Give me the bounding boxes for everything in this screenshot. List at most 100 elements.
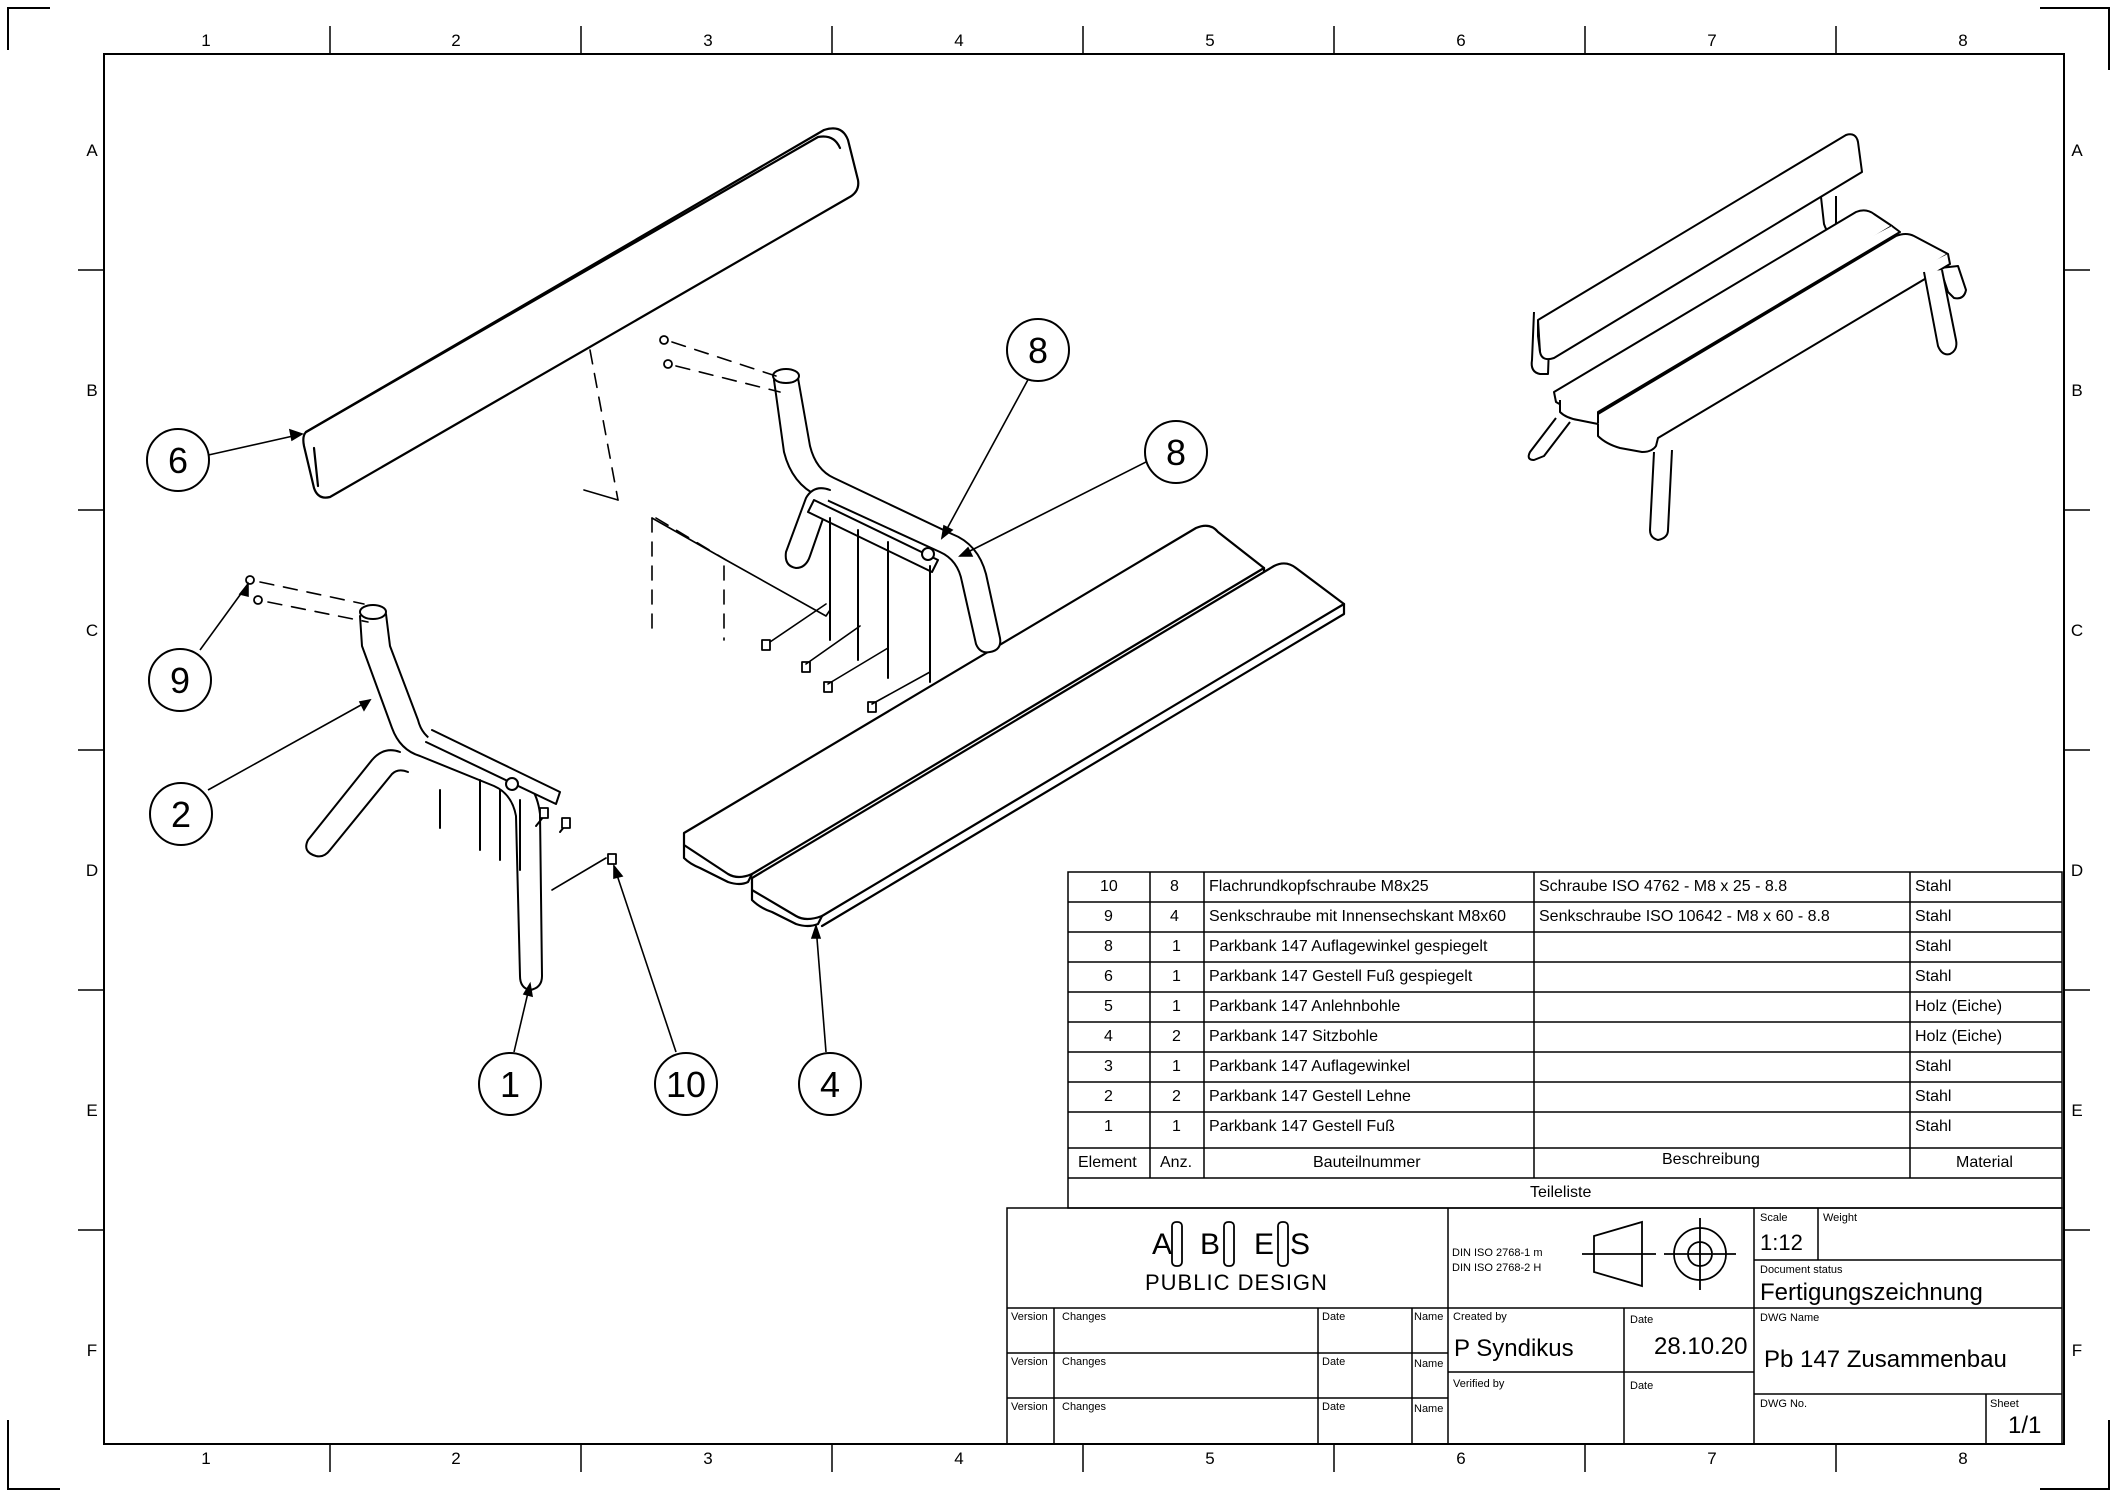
- parts-row-qty: 8: [1170, 878, 1179, 895]
- assembled-view: [1527, 133, 1967, 541]
- balloon-6: 8: [1028, 330, 1048, 371]
- scale-value: 1:12: [1760, 1230, 1803, 1255]
- zone-col-4-top: 4: [954, 31, 964, 50]
- dwg-name-value: Pb 147 Zusammenbau: [1764, 1346, 2007, 1373]
- parts-row-material: Stahl: [1915, 878, 1952, 895]
- zone-col-6-top: 6: [1456, 31, 1466, 50]
- rev-name-label: Name: [1414, 1311, 1444, 1323]
- logo-frames: [1171, 1221, 1289, 1267]
- back-frame: [772, 368, 1002, 683]
- parts-row-element: 1: [1104, 1118, 1113, 1135]
- parts-list-caption: Teileliste: [1530, 1184, 1592, 1201]
- parts-row-part: Parkbank 147 Gestell Fuß: [1209, 1118, 1395, 1135]
- sheet-value: 1/1: [2008, 1412, 2042, 1439]
- balloon-8: 8: [1166, 432, 1186, 473]
- parts-row-material: Stahl: [1915, 908, 1952, 925]
- parts-row-qty: 2: [1172, 1028, 1181, 1045]
- backrest-plank: [302, 127, 860, 499]
- zone-col-7-bottom: 7: [1707, 1449, 1717, 1468]
- parts-header-material: Material: [1956, 1154, 2013, 1171]
- parts-row-desc: Schraube ISO 4762 - M8 x 25 - 8.8: [1539, 878, 1788, 895]
- parts-row-part: Parkbank 147 Auflagewinkel gespiegelt: [1209, 938, 1488, 955]
- parts-row-part: Parkbank 147 Gestell Lehne: [1209, 1088, 1411, 1105]
- zone-ticks: [78, 26, 2090, 1472]
- parts-row-part: Senkschraube mit Innensechskant M8x60: [1209, 908, 1507, 925]
- zone-row-C-left: C: [85, 621, 99, 640]
- logo-letter: S: [1290, 1228, 1311, 1261]
- rev-name-label: Name: [1414, 1358, 1444, 1370]
- rev-date-label: Date: [1322, 1356, 1346, 1368]
- zone-col-2-top: 2: [451, 31, 461, 50]
- zone-col-3-top: 3: [703, 31, 713, 50]
- title-block-grid: [1006, 1207, 2063, 1445]
- parts-header-desc: Beschreibung: [1662, 1151, 1760, 1168]
- parts-row-part: Parkbank 147 Sitzbohle: [1209, 1028, 1378, 1045]
- balloon-labels: 6 8 8 9 2 1 10 4: [168, 330, 1186, 1105]
- zone-col-6-bottom: 6: [1456, 1449, 1466, 1468]
- parts-row-qty: 1: [1172, 1118, 1181, 1135]
- screws: [245, 335, 877, 865]
- parts-row-material: Stahl: [1915, 1058, 1952, 1075]
- sheet-label: Sheet: [1990, 1398, 2019, 1410]
- zone-row-F-left: F: [86, 1341, 98, 1360]
- dwg-name-label: DWG Name: [1760, 1312, 1820, 1324]
- changes-label: Changes: [1062, 1311, 1107, 1323]
- parts-row-qty: 1: [1172, 938, 1181, 955]
- parts-row-part: Parkbank 147 Auflagewinkel: [1209, 1058, 1411, 1075]
- zone-col-3-bottom: 3: [703, 1449, 713, 1468]
- parts-row-element: 8: [1104, 938, 1113, 955]
- zone-col-5-top: 5: [1205, 31, 1215, 50]
- version-label: Version: [1011, 1356, 1048, 1368]
- zone-col-1-top: 1: [201, 31, 211, 50]
- balloon-circles: [146, 318, 1208, 1116]
- verified-by-label: Verified by: [1453, 1378, 1505, 1390]
- balloon-5: 6: [168, 440, 188, 481]
- created-by-label: Created by: [1453, 1311, 1507, 1323]
- parts-row-element: 2: [1104, 1088, 1113, 1105]
- rev-date-label: Date: [1322, 1311, 1346, 1323]
- parts-row-qty: 4: [1170, 908, 1179, 925]
- parts-row-material: Holz (Eiche): [1915, 1028, 2003, 1045]
- changes-label: Changes: [1062, 1356, 1107, 1368]
- parts-list-grid: [1067, 871, 2063, 1209]
- zone-row-B-left: B: [86, 381, 98, 400]
- parts-row-element: 3: [1104, 1058, 1113, 1075]
- parts-header-element: Element: [1078, 1154, 1137, 1171]
- parts-row-qty: 2: [1172, 1088, 1181, 1105]
- logo-letter: E: [1254, 1228, 1275, 1261]
- parts-row-qty: 1: [1172, 998, 1181, 1015]
- parts-row-part: Parkbank 147 Anlehnbohle: [1209, 998, 1401, 1015]
- zone-row-C-right: C: [2070, 621, 2084, 640]
- parts-row-element: 5: [1104, 998, 1113, 1015]
- zone-col-8-top: 8: [1958, 31, 1968, 50]
- exploded-view: [245, 127, 1346, 991]
- seat-planks: [682, 524, 1346, 928]
- parts-row-element: 4: [1104, 1028, 1113, 1045]
- parts-row-qty: 1: [1172, 968, 1181, 985]
- balloon-4: 4: [820, 1064, 840, 1105]
- scale-label: Scale: [1760, 1212, 1788, 1224]
- weight-label: Weight: [1823, 1212, 1858, 1224]
- zone-col-5-bottom: 5: [1205, 1449, 1215, 1468]
- parts-row-material: Holz (Eiche): [1915, 998, 2003, 1015]
- doc-status-value: Fertigungszeichnung: [1760, 1279, 1983, 1306]
- version-label: Version: [1011, 1401, 1048, 1413]
- zone-col-2-bottom: 2: [451, 1449, 461, 1468]
- zone-col-7-top: 7: [1707, 31, 1717, 50]
- balloon-9: 9: [170, 660, 190, 701]
- norm-geometric-tolerance: DIN ISO 2768-2 H: [1452, 1262, 1542, 1274]
- parts-row-material: Stahl: [1915, 968, 1952, 985]
- zone-row-D-right: D: [2070, 861, 2084, 880]
- balloon-leaders: [199, 375, 1151, 1053]
- balloon-10: 10: [666, 1064, 706, 1105]
- parts-row-material: Stahl: [1915, 1088, 1952, 1105]
- parts-row-element: 10: [1100, 878, 1118, 895]
- parts-row-material: Stahl: [1915, 938, 1952, 955]
- zone-col-8-bottom: 8: [1958, 1449, 1968, 1468]
- dwg-no-label: DWG No.: [1760, 1398, 1808, 1410]
- front-frame: [305, 604, 569, 991]
- balloon-2: 2: [171, 794, 191, 835]
- parts-row-part: Parkbank 147 Gestell Fuß gespiegelt: [1209, 968, 1473, 985]
- zone-row-E-right: E: [2071, 1101, 2083, 1120]
